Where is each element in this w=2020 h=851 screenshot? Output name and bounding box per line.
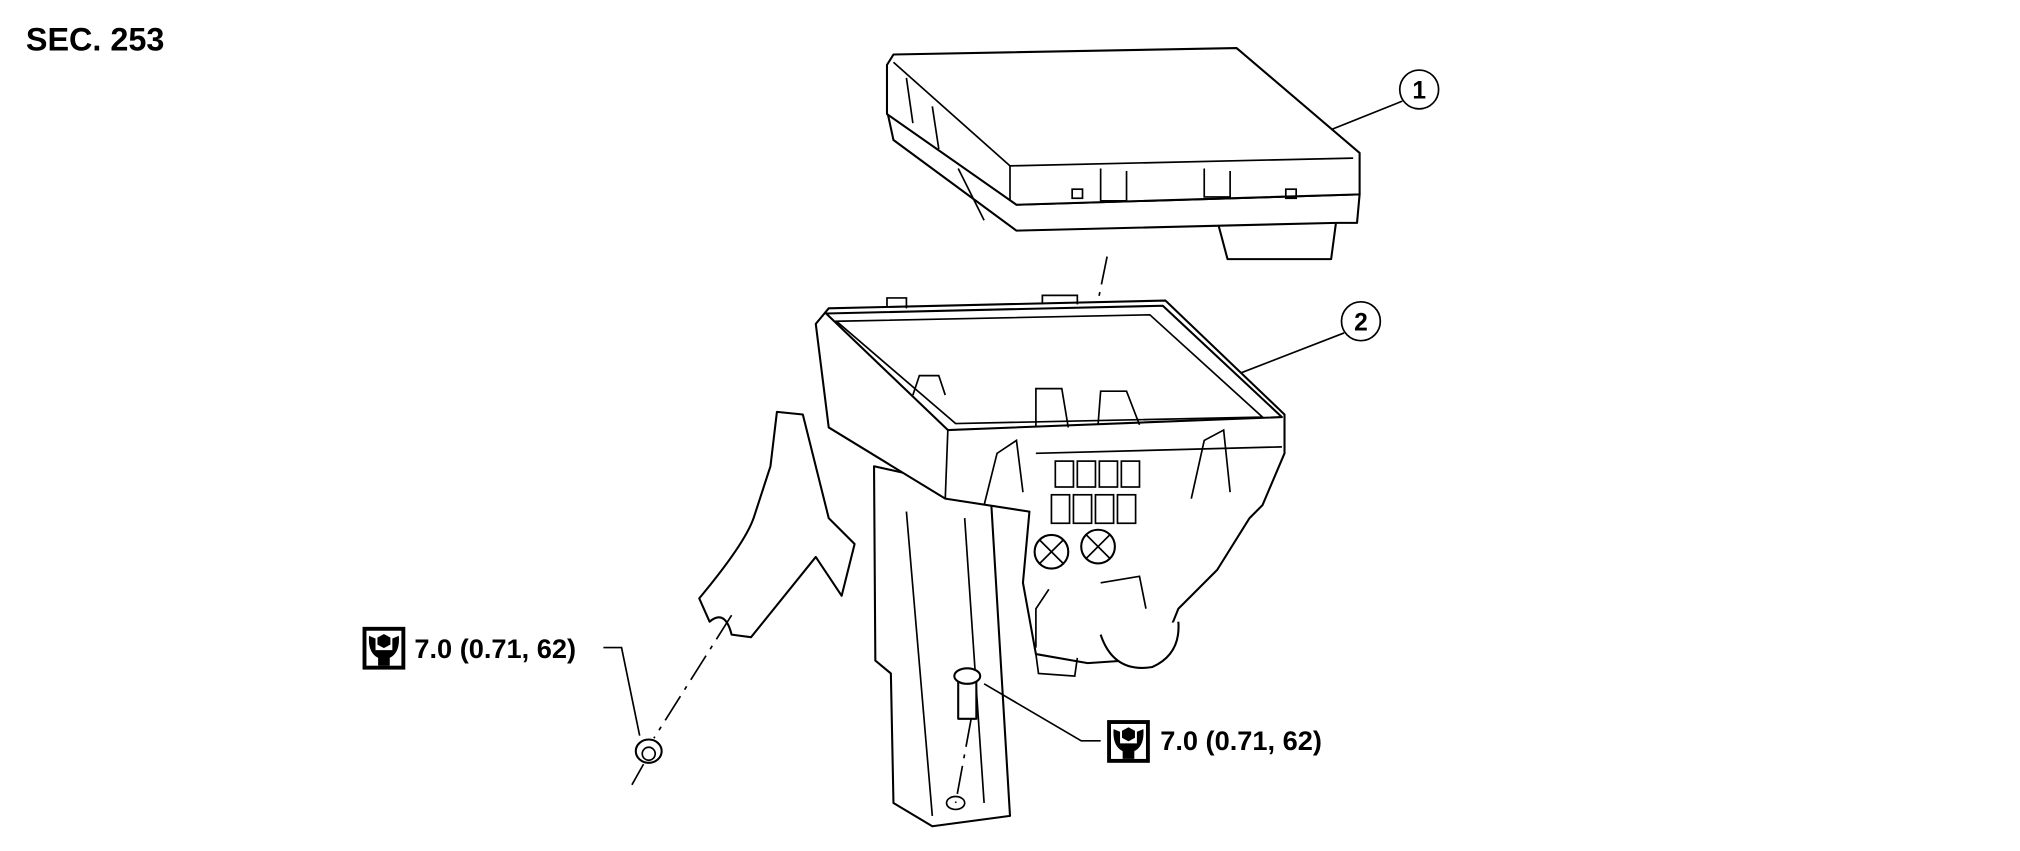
callout-number: 1 bbox=[1412, 78, 1426, 105]
section-label: SEC. 253 bbox=[26, 22, 165, 58]
fuse-block-housing bbox=[698, 294, 1286, 828]
callout-2: 2 bbox=[1240, 300, 1382, 374]
fuse-block-cover bbox=[885, 47, 1361, 261]
torque-value: 7.0 (0.71, 62) bbox=[414, 633, 576, 664]
torque-spec-1: 7.0 (0.71, 62) bbox=[362, 626, 641, 736]
torque-spec-2: 7.0 (0.71, 62) bbox=[983, 683, 1322, 763]
torque-value: 7.0 (0.71, 62) bbox=[1160, 725, 1322, 756]
terminal-screws bbox=[1033, 528, 1116, 570]
callout-1: 1 bbox=[1330, 69, 1440, 131]
callout-number: 2 bbox=[1354, 309, 1368, 336]
tightening-torque-icon bbox=[362, 626, 406, 670]
tightening-torque-icon bbox=[1107, 720, 1150, 763]
nut bbox=[631, 614, 733, 786]
bolt bbox=[953, 667, 982, 804]
